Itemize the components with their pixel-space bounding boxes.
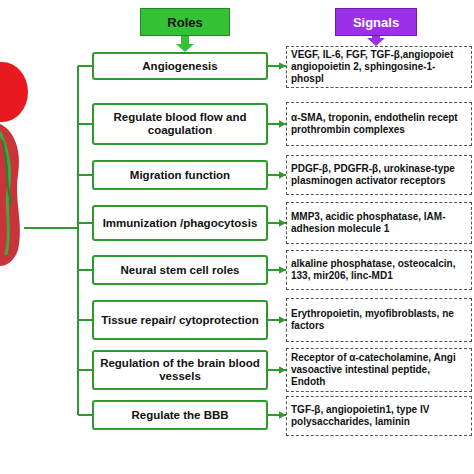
arrow-line — [268, 222, 286, 224]
signal-box: alkaline phosphatase, osteocalcin, 133, … — [286, 250, 472, 290]
text-group: VEGF, IL-6, FGF, TGF-β,angiopoiet angiop… — [291, 49, 467, 85]
signal-box: TGF-β, angiopoietin1, type IV polysaccha… — [286, 396, 472, 436]
arrow-head — [279, 366, 286, 374]
box-label: Neural stem cell roles — [121, 264, 240, 277]
bracket-tick — [78, 414, 92, 416]
arrow-line — [268, 319, 286, 321]
arrow-head — [279, 316, 286, 324]
box-label: alkaline phosphatase, osteocalcin, 133, … — [291, 258, 467, 282]
text-group: Angiogenesis — [142, 60, 217, 73]
block-arrow — [176, 36, 194, 52]
bracket-tick — [78, 222, 92, 224]
header-box: Signals — [335, 8, 417, 36]
text-group: PDGF-β, PDGFR-β, urokinase-type plasmino… — [291, 163, 467, 187]
cell-body — [0, 62, 28, 122]
box-label: TGF-β, angiopoietin1, type IV polysaccha… — [291, 404, 467, 428]
text-group: Immunization /phagocytosis — [103, 217, 258, 230]
arrow-head — [279, 411, 286, 419]
arrow-line — [268, 174, 286, 176]
text-group: Regulation of the brain blood vessels — [98, 357, 262, 383]
text-group: Neural stem cell roles — [121, 264, 240, 277]
bracket-tick — [78, 123, 92, 125]
arrow-head — [279, 120, 286, 128]
text-group: Signals — [353, 15, 399, 30]
box-label: Angiogenesis — [142, 60, 217, 73]
role-box: Immunization /phagocytosis — [92, 205, 268, 241]
block-arrow — [367, 36, 385, 46]
box-label: Tissue repair/ cytoprotection — [101, 314, 259, 327]
arrow-head — [279, 171, 286, 179]
box-label: PDGF-β, PDGFR-β, urokinase-type plasmino… — [291, 163, 467, 187]
bracket-tick — [78, 369, 92, 371]
box-label: Erythropoietin, myofibroblasts, ne facto… — [291, 308, 467, 332]
signal-box: Receptor of α-catecholamine, Angi vasoac… — [286, 348, 472, 392]
box-label: Regulation of the brain blood vessels — [98, 357, 262, 383]
text-group: Regulate blood flow and coagulation — [98, 111, 262, 137]
bracket-tick — [78, 319, 92, 321]
signal-box: α-SMA, troponin, endothelin recept proth… — [286, 102, 472, 146]
arrow-line — [268, 65, 286, 67]
box-label: Regulate the BBB — [131, 409, 228, 422]
box-label: Immunization /phagocytosis — [103, 217, 258, 230]
bracket-line — [77, 66, 79, 415]
text-group: Regulate the BBB — [131, 409, 228, 422]
vessel-shape — [0, 124, 20, 266]
arrow-head — [279, 219, 286, 227]
text-group: Tissue repair/ cytoprotection — [101, 314, 259, 327]
text-group: TGF-β, angiopoietin1, type IV polysaccha… — [291, 404, 467, 428]
signal-box: VEGF, IL-6, FGF, TGF-β,angiopoiet angiop… — [286, 46, 472, 88]
vessel-strand — [2, 140, 12, 205]
arrow-line — [268, 369, 286, 371]
arrow-head — [279, 62, 286, 70]
role-box: Regulate the BBB — [92, 400, 268, 430]
box-label: α-SMA, troponin, endothelin recept proth… — [291, 112, 467, 136]
box-label: VEGF, IL-6, FGF, TGF-β,angiopoiet angiop… — [291, 49, 467, 85]
text-group: alkaline phosphatase, osteocalcin, 133, … — [291, 258, 467, 282]
role-box: Neural stem cell roles — [92, 255, 268, 285]
text-group: Erythropoietin, myofibroblasts, ne facto… — [291, 308, 467, 332]
header-box: Roles — [140, 8, 230, 36]
text-group: MMP3, acidic phosphatase, IAM- adhesion … — [291, 211, 467, 235]
box-label: Receptor of α-catecholamine, Angi vasoac… — [291, 352, 467, 388]
leader-line — [24, 227, 78, 229]
text-group: Receptor of α-catecholamine, Angi vasoac… — [291, 352, 467, 388]
signal-box: MMP3, acidic phosphatase, IAM- adhesion … — [286, 202, 472, 244]
signal-box: Erythropoietin, myofibroblasts, ne facto… — [286, 298, 472, 342]
role-box: Regulation of the brain blood vessels — [92, 350, 268, 390]
role-box: Angiogenesis — [92, 52, 268, 80]
bracket-tick — [78, 65, 92, 67]
arrow-line — [268, 269, 286, 271]
role-box: Migration function — [92, 160, 268, 190]
arrow-head — [279, 266, 286, 274]
role-box: Regulate blood flow and coagulation — [92, 103, 268, 145]
bracket-tick — [78, 269, 92, 271]
bracket-tick — [78, 174, 92, 176]
box-label: Signals — [353, 15, 399, 30]
text-group: α-SMA, troponin, endothelin recept proth… — [291, 112, 467, 136]
role-box: Tissue repair/ cytoprotection — [92, 300, 268, 340]
box-label: Roles — [167, 15, 202, 30]
arrow-line — [268, 414, 286, 416]
text-group: Roles — [167, 15, 202, 30]
text-group: Migration function — [130, 169, 230, 182]
box-label: Regulate blood flow and coagulation — [98, 111, 262, 137]
box-label: MMP3, acidic phosphatase, IAM- adhesion … — [291, 211, 467, 235]
signal-box: PDGF-β, PDGFR-β, urokinase-type plasmino… — [286, 155, 472, 195]
arrow-line — [268, 123, 286, 125]
box-label: Migration function — [130, 169, 230, 182]
